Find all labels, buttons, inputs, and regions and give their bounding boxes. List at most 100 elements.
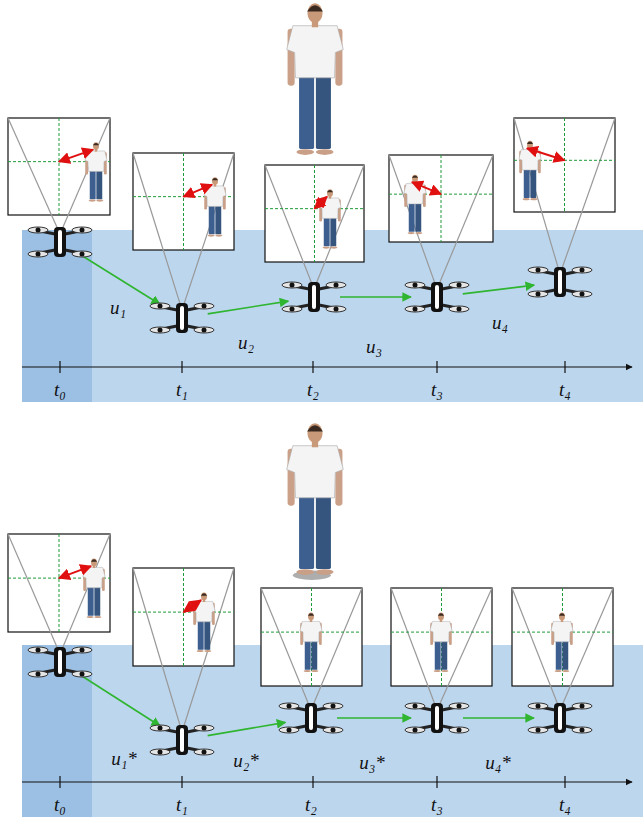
person-leg [415,203,421,232]
drone-propeller [194,749,214,755]
person-head [201,593,207,601]
time-tick [564,361,565,373]
time-tick [181,776,182,788]
person-leg [524,169,530,198]
tracking-error-arrow [412,182,441,194]
drone-propeller [323,727,343,733]
camera-frustum [314,165,364,289]
drone-motor [80,252,85,257]
person-head [438,613,444,621]
camera-view [265,165,364,289]
person-shirt [287,446,344,498]
person-foot [316,149,334,155]
image-crosshair [59,118,60,215]
person-leg [305,641,311,670]
person-foot [330,246,337,248]
drone-propeller [405,282,425,288]
person-head [307,423,322,443]
time-tick [59,776,60,788]
time-label: t₂ [307,380,319,399]
person-foot [204,650,211,652]
time-axis [22,366,632,367]
drone-propeller [150,303,170,309]
drone-propeller [528,703,548,709]
person-figure [551,613,573,673]
drone-body-stripe [312,285,316,309]
drone-motor [202,750,207,755]
camera-frustum [182,153,234,310]
tracking-error-arrow [59,566,91,578]
drone-propeller [528,291,548,297]
drone-propeller [528,267,548,273]
drone-motor [290,307,295,312]
tracking-error-arrow [527,148,565,160]
drone-body-stripe [180,728,184,752]
image-crosshair [441,155,442,242]
drone-motor [536,268,541,273]
drone-body-stripe [435,285,439,309]
drone-propeller [150,725,170,731]
person-leg [90,170,96,199]
camera-frame [265,165,364,262]
control-label: u₂ [238,333,254,352]
person-leg [316,495,331,569]
person-foot [296,149,314,155]
camera-frustum [437,588,492,710]
drone-motor [331,704,336,709]
drone-body [431,703,443,733]
control-label: u₄ [492,313,508,332]
control-arrow [337,717,411,719]
person-leg [209,205,215,234]
drone-motor [457,307,462,312]
person-foot [434,670,441,672]
drone-body-stripe [558,270,562,294]
drone-propeller [572,727,592,733]
person-head [307,3,322,23]
drone-propeller [279,703,299,709]
drone-propeller [572,703,592,709]
person-leg [530,169,536,198]
drone-body [554,703,566,733]
time-label: t₃ [431,380,443,399]
person-hair [527,142,533,144]
drone-motor [80,648,85,653]
time-tick [436,361,437,373]
person-leg [562,641,568,670]
person-head [412,175,418,183]
camera-view [133,568,234,732]
drone-motor [36,228,41,233]
person-leg [324,217,330,246]
person-head [559,613,565,621]
person-leg [96,170,102,199]
control-label: u₃ [366,337,382,356]
time-tick [59,361,60,373]
image-crosshair [314,165,315,262]
person-head [91,559,97,567]
person-foot [562,670,569,672]
person-foot [197,650,204,652]
initial-state-band [22,645,92,817]
drone-body [308,282,320,312]
control-arrow [463,285,534,294]
control-label: u₄* [485,753,511,772]
drone-motor [413,283,418,288]
drone-propeller [28,251,48,257]
drone-propeller [194,303,214,309]
drone-motor [36,672,41,677]
camera-frame [512,588,613,686]
camera-frustum [261,588,311,710]
camera-frustum [391,588,437,710]
drone-body [176,303,188,333]
person-leg [311,641,317,670]
camera-frustum [182,568,234,732]
person-shirt [551,621,573,641]
time-label: t₄ [559,380,571,399]
person-foot [555,670,562,672]
time-tick [181,361,182,373]
camera-frustum [133,568,182,732]
person-leg [215,205,221,234]
person-foot [94,616,101,618]
time-tick [312,776,313,788]
drone-motor [536,728,541,733]
person-shirt [300,621,322,641]
